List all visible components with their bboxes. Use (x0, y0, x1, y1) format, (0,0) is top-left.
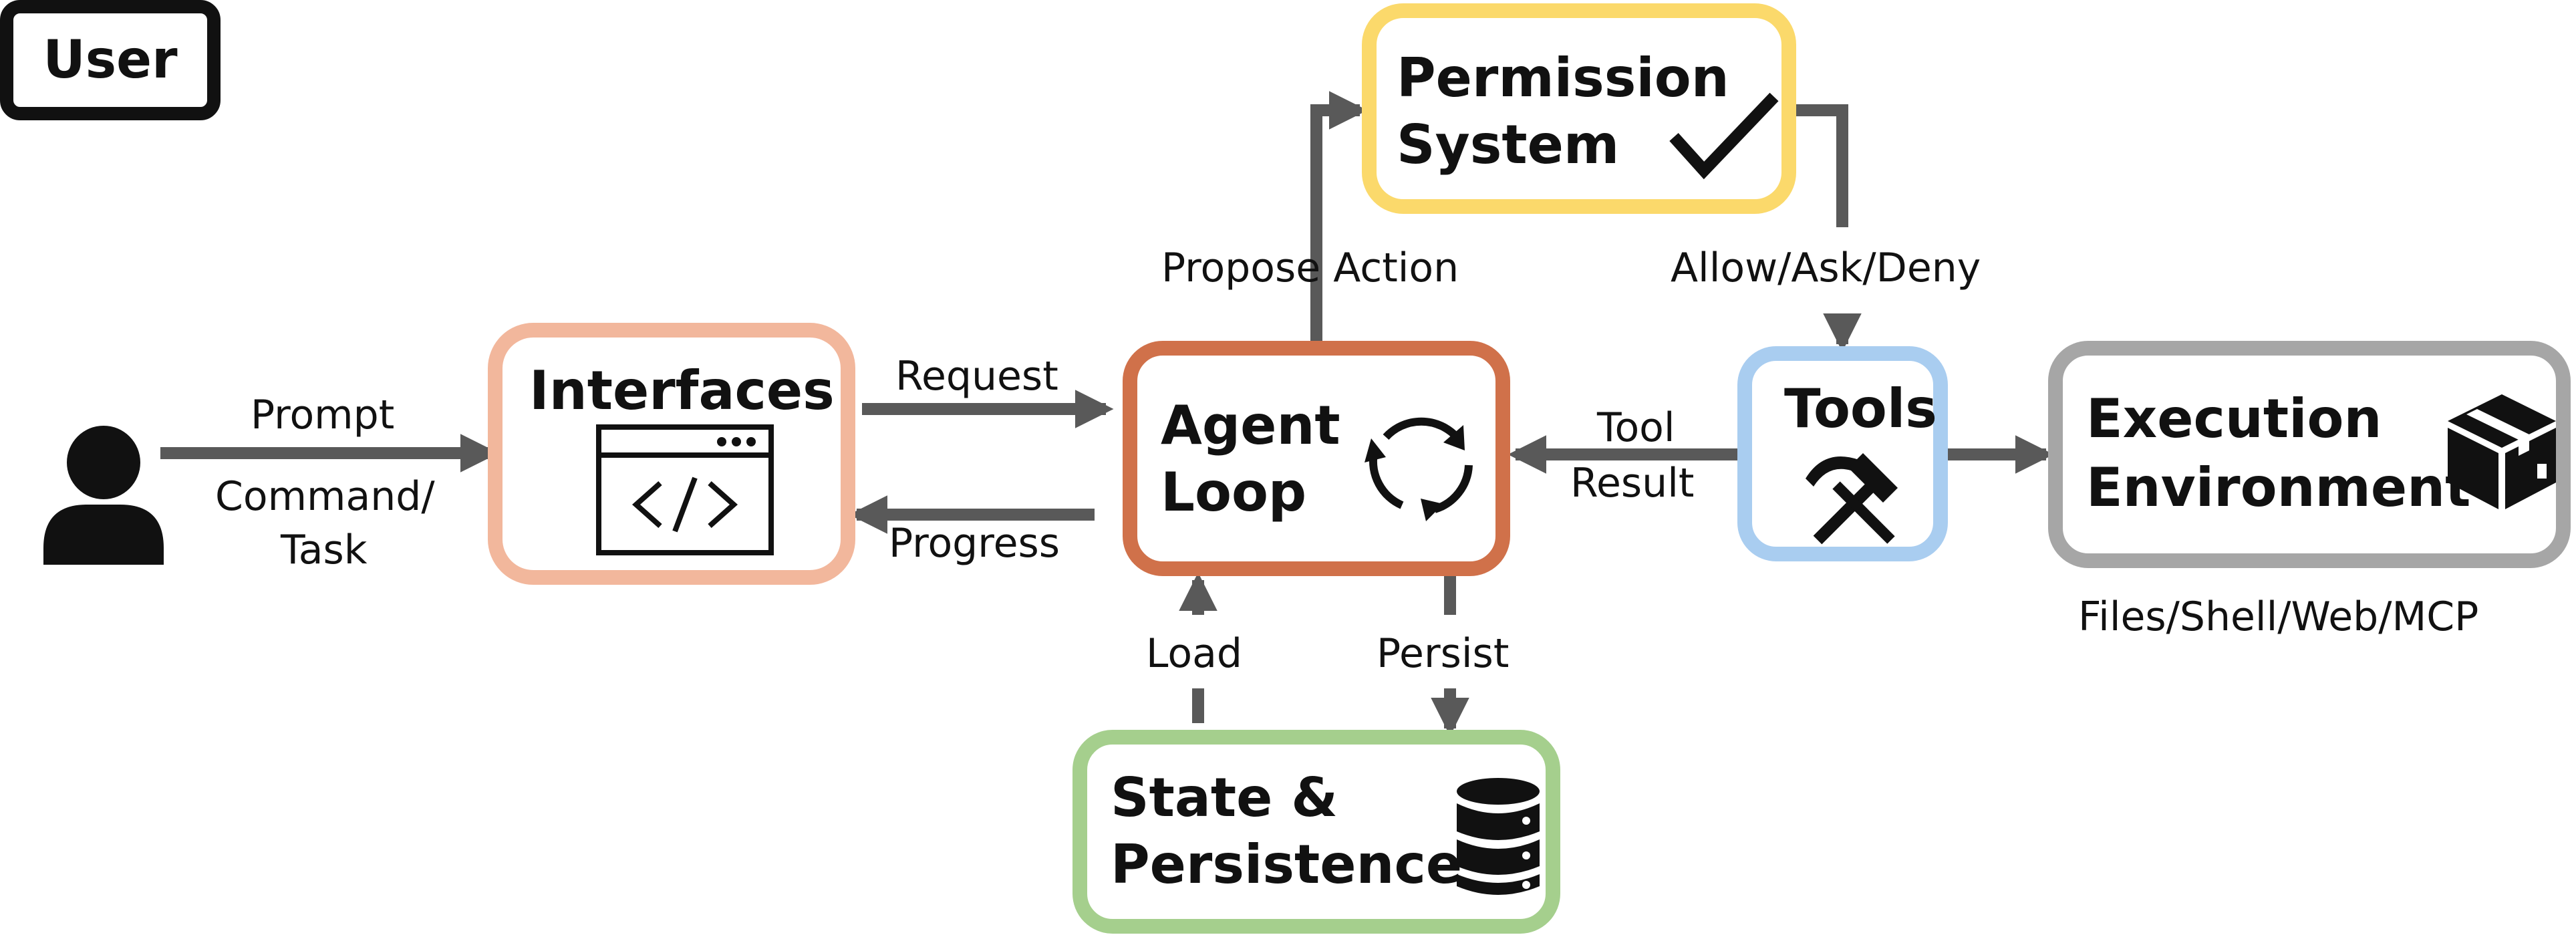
prompt-label: Prompt (251, 392, 395, 438)
command-label: Command/ (215, 473, 435, 520)
interfaces-node: Interfaces (488, 323, 855, 585)
propose-action-label: Propose Action (1161, 245, 1459, 291)
state-persistence-node: State & Persistence (1072, 730, 1560, 934)
tools-node: Tools (1737, 346, 1948, 561)
agent-loop-title-line2: Loop (1161, 461, 1307, 523)
permission-title-line2: System (1397, 114, 1620, 176)
state-title-line1: State & (1111, 767, 1338, 829)
execution-environment-node: Execution Environment (2048, 341, 2571, 568)
persist-label: Persist (1377, 630, 1510, 677)
user-node: User (0, 0, 221, 120)
permission-system-node: Permission System (1362, 3, 1796, 214)
request-label: Request (895, 353, 1058, 400)
state-title-line2: Persistence (1111, 833, 1463, 896)
hammer-pick-icon (1806, 453, 1898, 545)
person-icon (43, 426, 164, 565)
arrow-agent-to-permission (1310, 91, 1368, 341)
checkmark-icon (1669, 92, 1779, 180)
tools-title: Tools (1784, 378, 1937, 440)
result-label: Result (1570, 460, 1695, 507)
arrow-permission-to-tools (1794, 104, 1848, 227)
permission-title-line1: Permission (1397, 47, 1729, 109)
exec-title-line1: Execution (2086, 388, 2382, 450)
task-label: Task (281, 527, 368, 573)
agent-loop-node: Agent Loop (1123, 341, 1510, 576)
package-box-icon (2448, 394, 2556, 509)
tool-label: Tool (1597, 404, 1675, 451)
allow-ask-deny-label: Allow/Ask/Deny (1671, 245, 1981, 291)
load-label: Load (1146, 630, 1242, 677)
database-icon (1457, 778, 1540, 895)
exec-caption: Files/Shell/Web/MCP (2078, 593, 2479, 640)
user-label: User (43, 30, 178, 90)
exec-title-line2: Environment (2086, 456, 2471, 519)
progress-label: Progress (889, 520, 1060, 567)
interfaces-title: Interfaces (529, 360, 835, 422)
cycle-arrows-icon (1365, 417, 1473, 521)
agent-loop-title-line1: Agent (1161, 394, 1340, 456)
code-window-icon (596, 424, 774, 555)
